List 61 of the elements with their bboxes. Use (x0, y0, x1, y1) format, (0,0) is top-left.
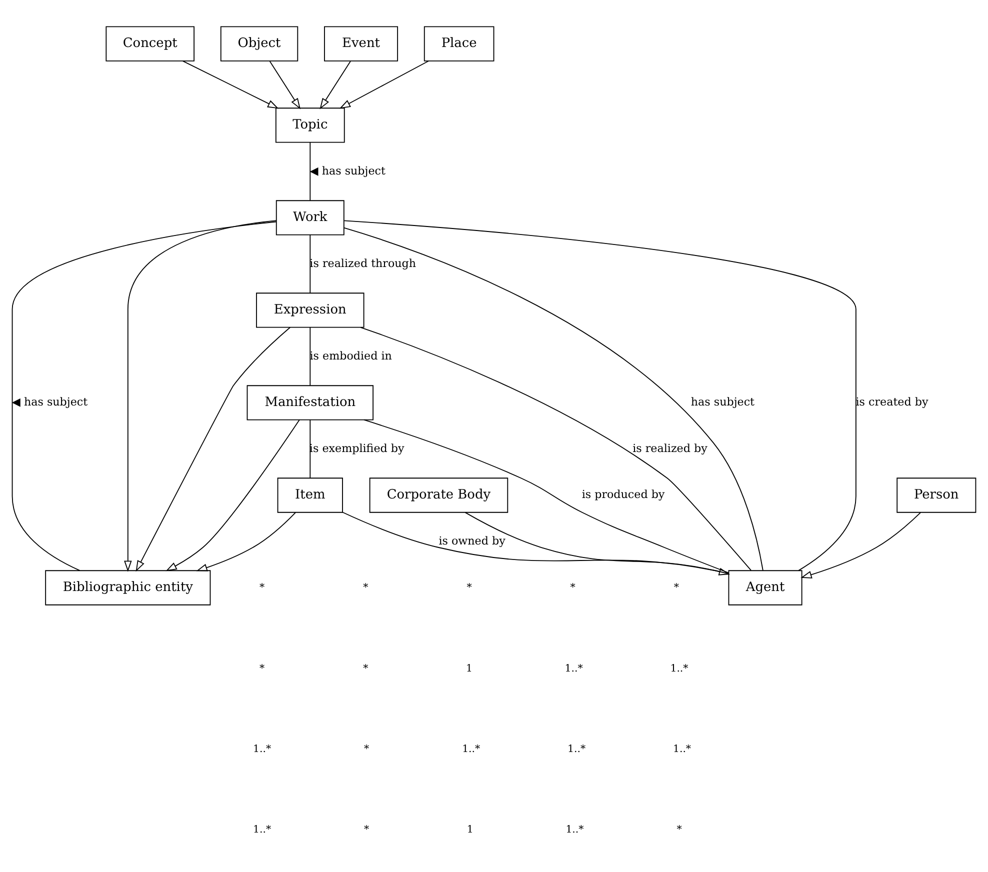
edge-label: ◀ has subject (310, 164, 386, 177)
node-box: Bibliographic entity (45, 570, 211, 605)
label: * (364, 743, 370, 754)
node-box: Corporate Body (369, 477, 508, 512)
label: 1 (466, 824, 474, 835)
label: 1..* (253, 824, 272, 835)
connector (364, 418, 729, 573)
label: * (364, 824, 370, 835)
label: 1..* (253, 743, 272, 754)
node-box: Topic (275, 107, 345, 142)
label: * (363, 582, 368, 593)
node-box: Event (324, 26, 398, 61)
node-box: Object (220, 26, 298, 61)
arrow (339, 60, 430, 108)
node-box: Item (277, 477, 343, 512)
label: * (260, 582, 265, 593)
label: 1..* (673, 743, 692, 754)
node-box: Place (424, 26, 494, 61)
label: 1..* (566, 824, 584, 835)
node-box: Manifestation (246, 384, 374, 420)
connector (344, 220, 856, 570)
edge-label: has subject (690, 395, 755, 408)
label: * (363, 662, 368, 674)
node-box: Person (896, 477, 976, 512)
label: * (570, 582, 576, 593)
arrow (136, 326, 291, 572)
connector (310, 141, 311, 200)
label: 1..* (564, 662, 583, 674)
edge-label: is realized by (632, 441, 708, 454)
edge-label: is embodied in (310, 348, 392, 362)
arrow (182, 60, 279, 108)
node-box: Work (276, 200, 344, 235)
connector (12, 220, 277, 571)
edge-label: is owned by (438, 534, 506, 547)
label: 1..* (670, 662, 688, 674)
arrow (124, 220, 277, 572)
label: * (676, 824, 682, 835)
connector (342, 511, 730, 574)
connector (310, 418, 311, 478)
label: * (260, 662, 265, 674)
node-box: Concept (106, 26, 195, 61)
edge-label: is produced by (582, 488, 665, 501)
edge-label: is realized through (310, 256, 416, 270)
label: * (466, 582, 472, 593)
node-box: Expression (256, 292, 364, 328)
arrow (166, 418, 300, 571)
arrow (196, 512, 296, 571)
arrow (800, 512, 922, 578)
label: 1 (466, 662, 472, 674)
label: * (674, 582, 680, 593)
arrow (269, 60, 301, 109)
arrow (464, 512, 730, 575)
connector (360, 326, 752, 570)
edge-label: ◀ has subject (12, 395, 88, 408)
label: 1..* (462, 743, 480, 754)
label: 1..* (568, 743, 586, 754)
connector (310, 234, 311, 293)
arrow (320, 60, 351, 109)
node-box: Agent (728, 570, 802, 605)
connector (310, 326, 311, 386)
connector (344, 226, 764, 570)
